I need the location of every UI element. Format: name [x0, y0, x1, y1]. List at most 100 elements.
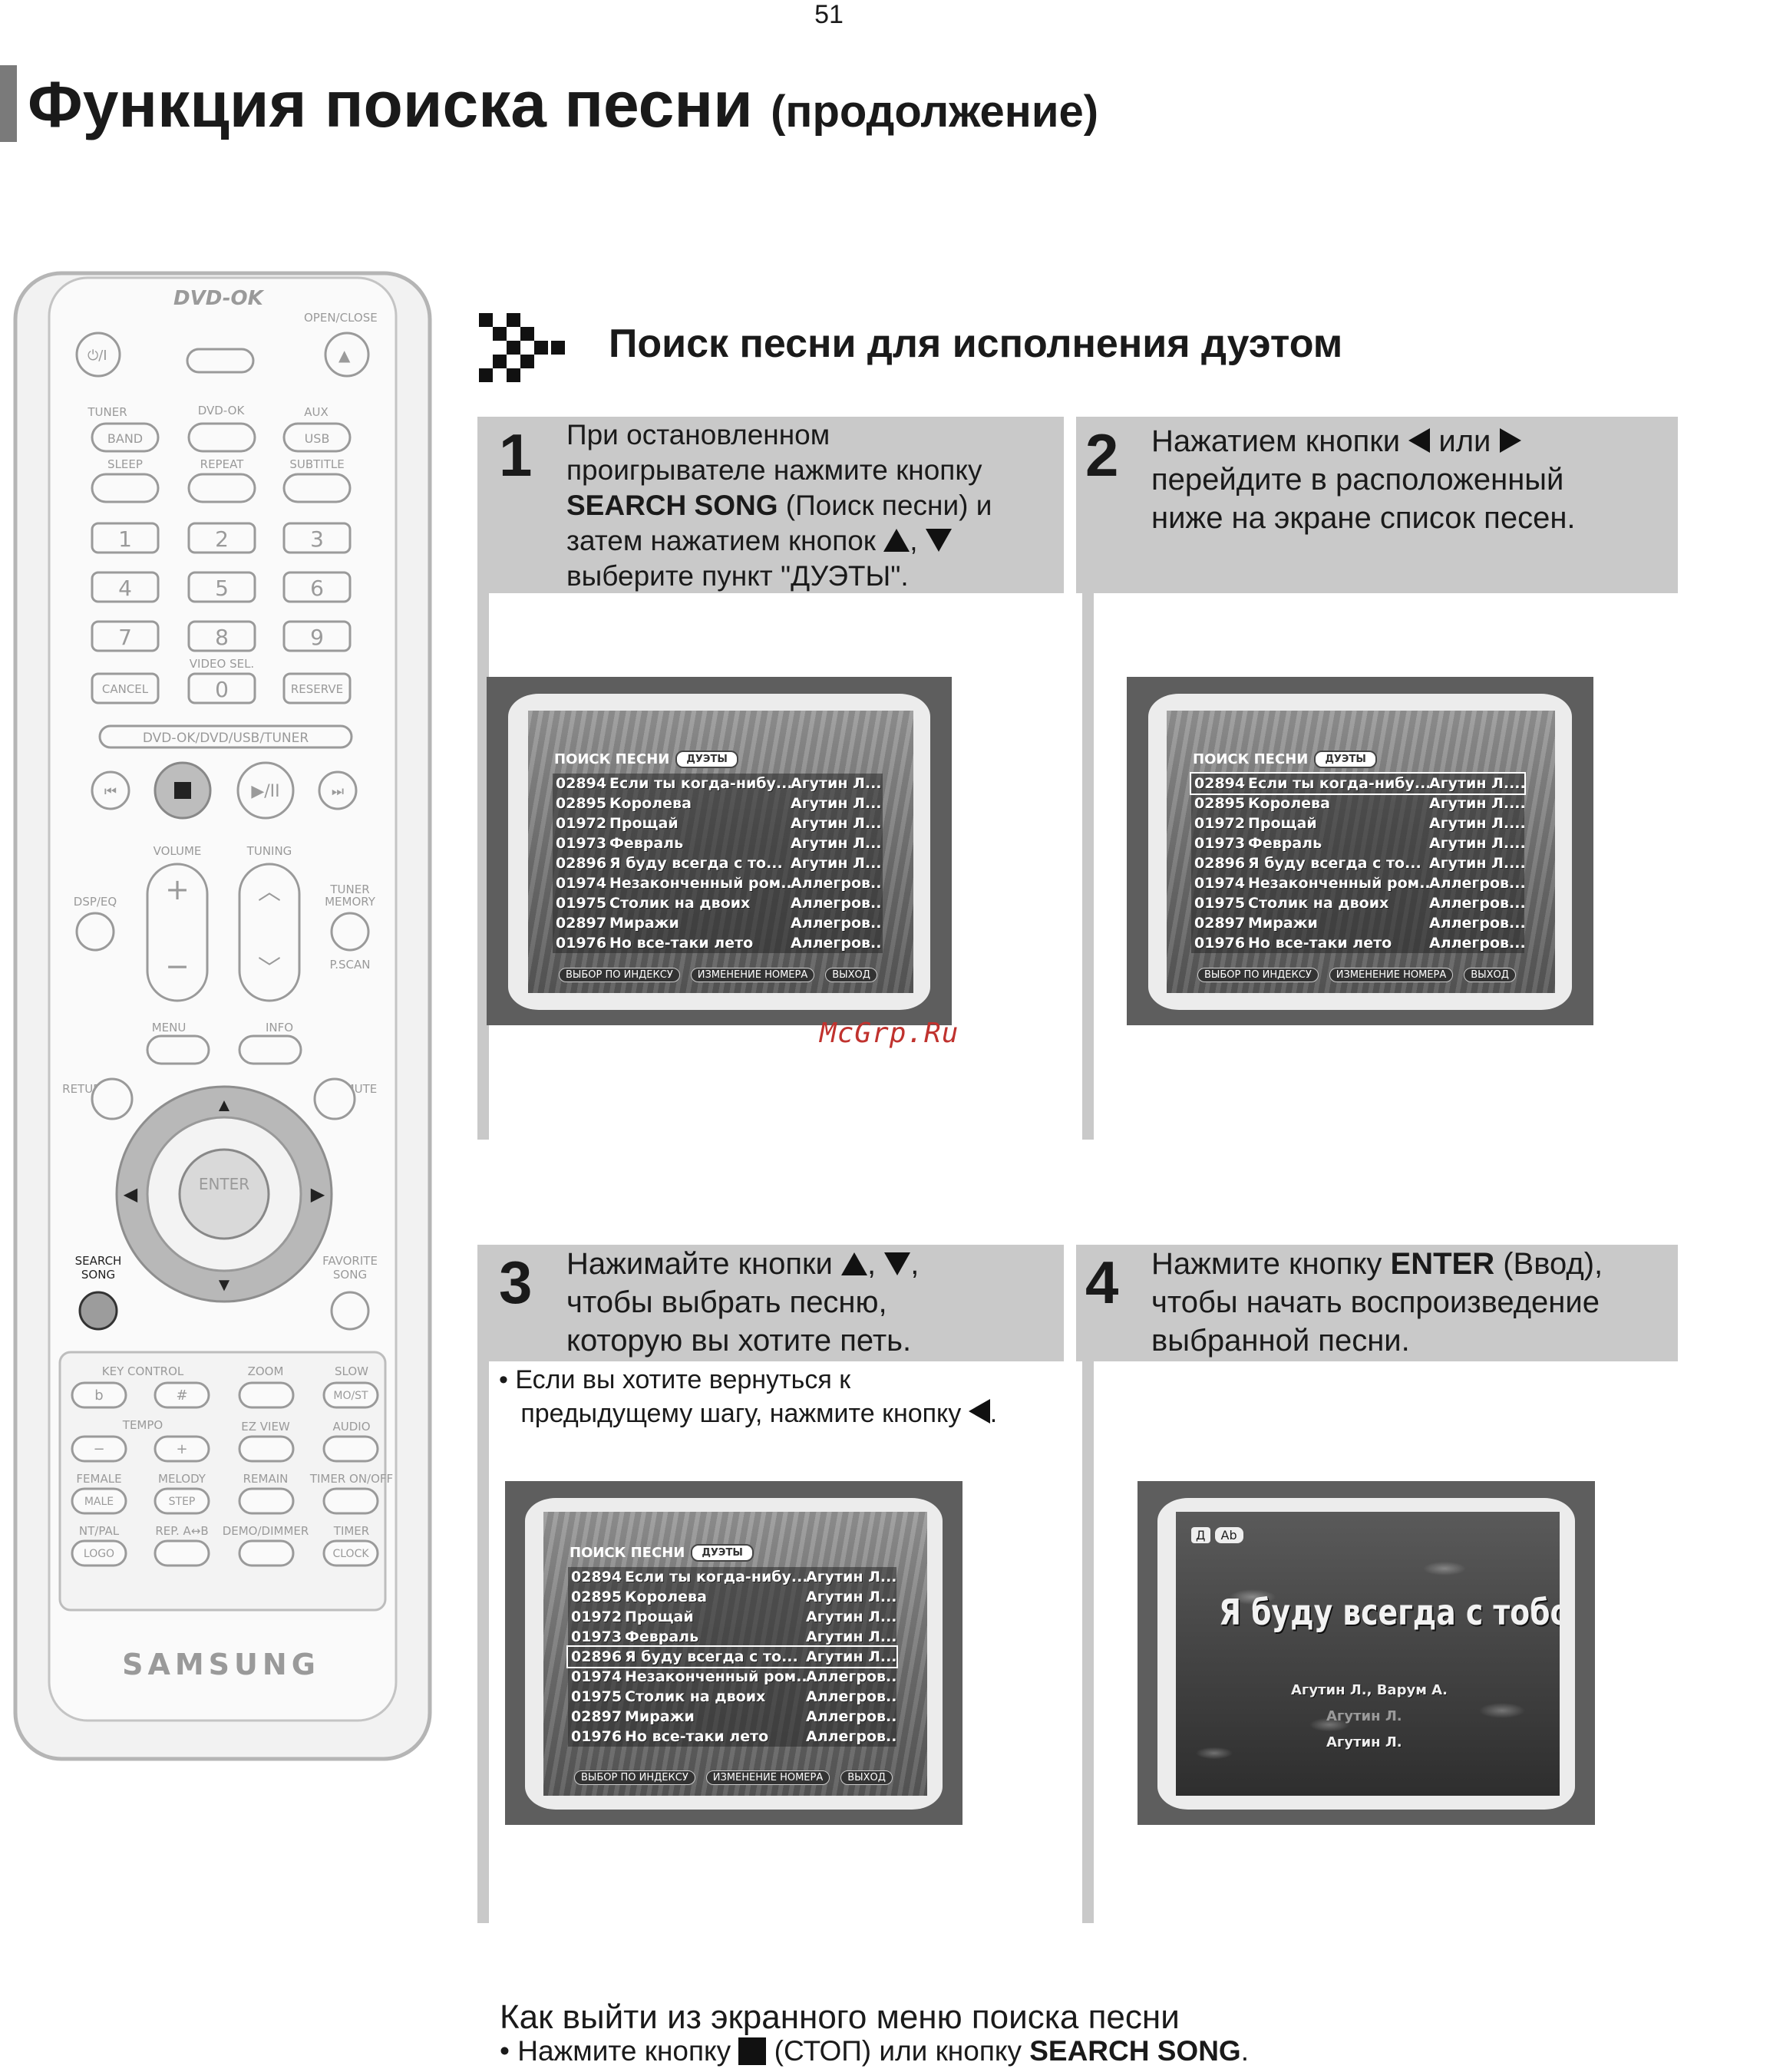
svg-text:TIMER ON/OFF: TIMER ON/OFF [309, 1472, 393, 1486]
svg-text:▲: ▲ [338, 346, 351, 365]
svg-text:MALE: MALE [84, 1496, 114, 1508]
step-4-bar [1082, 1361, 1094, 1923]
step-4-text: Нажмите кнопку ENTER (Ввод), чтобы начат… [1151, 1247, 1603, 1358]
svg-text:1: 1 [118, 526, 132, 552]
section-title: Поиск песни для исполнения дуэтом [609, 322, 1343, 366]
screen-4-tv: Д Ab Я буду всегда с тобой Агутин Л., Ва… [1176, 1512, 1560, 1796]
svg-text:VIDEO SEL.: VIDEO SEL. [190, 657, 254, 671]
step-2-box [1076, 417, 1678, 593]
svg-text:FEMALE: FEMALE [76, 1472, 121, 1486]
down-arrow-icon [925, 529, 952, 552]
remote-brand-logo: DVD-OK [173, 287, 265, 310]
step-3-box [477, 1245, 1064, 1361]
left-arrow-icon [1408, 428, 1431, 453]
svg-text:▲: ▲ [215, 1095, 233, 1116]
step-2-bar [1082, 593, 1094, 1140]
step-1-bar [477, 593, 489, 1140]
svg-text:7: 7 [118, 625, 132, 650]
up-arrow-icon [841, 1252, 868, 1275]
svg-text:9: 9 [310, 625, 324, 650]
svg-text:MEMORY: MEMORY [325, 895, 376, 909]
svg-text:ENTER: ENTER [199, 1175, 249, 1193]
svg-text:DVD-OK: DVD-OK [198, 404, 246, 417]
karaoke-song-title: Я буду всегда с тобой [1219, 1592, 1560, 1633]
svg-text:−: − [93, 1441, 104, 1457]
remote-power-button [75, 332, 121, 378]
svg-text:⏻/I: ⏻/I [87, 348, 107, 364]
left-arrow-icon [968, 1399, 990, 1424]
svg-text:SLEEP: SLEEP [107, 457, 143, 471]
svg-text:TIMER: TIMER [333, 1524, 369, 1538]
step-4-box [1076, 1245, 1678, 1361]
remote-oval-button [186, 348, 255, 374]
svg-text:b: b [94, 1387, 103, 1404]
svg-text:BAND: BAND [107, 431, 143, 446]
watermark: McGrp.Ru [820, 1018, 959, 1049]
step-3-bar [477, 1361, 489, 1923]
svg-text:⏮: ⏮ [104, 784, 117, 800]
svg-text:DEMO/DIMMER: DEMO/DIMMER [223, 1524, 309, 1538]
svg-text:﹀: ﹀ [258, 955, 281, 982]
svg-text:TEMPO: TEMPO [122, 1418, 163, 1432]
step-1-text: При остановленном проигрывателе нажмите … [566, 419, 992, 592]
svg-text:NT/PAL: NT/PAL [79, 1524, 120, 1538]
exit-instruction: • Нажмите кнопку (СТОП) или кнопку SEARC… [500, 2035, 1249, 2067]
step-1-number: 1 [499, 421, 533, 489]
remote-control-illustration: DVD-OK OPEN/CLOSE ⏻/I ▲ TUNER DVD-OK AUX… [13, 271, 432, 1761]
svg-text:REMAIN: REMAIN [243, 1472, 289, 1486]
svg-text:DVD-OK/DVD/USB/TUNER: DVD-OK/DVD/USB/TUNER [143, 731, 309, 746]
stop-square-icon [738, 2037, 767, 2065]
step-3-note: • Если вы хотите вернуться к предыдущему… [499, 1365, 998, 1428]
svg-text:REPEAT: REPEAT [200, 457, 245, 471]
svg-text:2: 2 [215, 526, 229, 552]
svg-text:DSP/EQ: DSP/EQ [74, 895, 117, 909]
svg-text:▶: ▶ [311, 1184, 325, 1205]
svg-text:▶/II: ▶/II [251, 782, 279, 801]
svg-text:FAVORITE: FAVORITE [322, 1254, 378, 1268]
step-3-text: Нажимайте кнопки , , чтобы выбрать песню… [566, 1247, 920, 1358]
vocal-badges: Д Ab [1191, 1527, 1243, 1543]
remote-enter-button [178, 1148, 270, 1240]
title-main: Функция поиска песни [28, 68, 753, 140]
svg-text:LOGO: LOGO [84, 1548, 114, 1560]
remote-open-close-button [324, 332, 370, 378]
svg-text:SUBTITLE: SUBTITLE [289, 457, 344, 471]
svg-text:6: 6 [310, 576, 324, 601]
